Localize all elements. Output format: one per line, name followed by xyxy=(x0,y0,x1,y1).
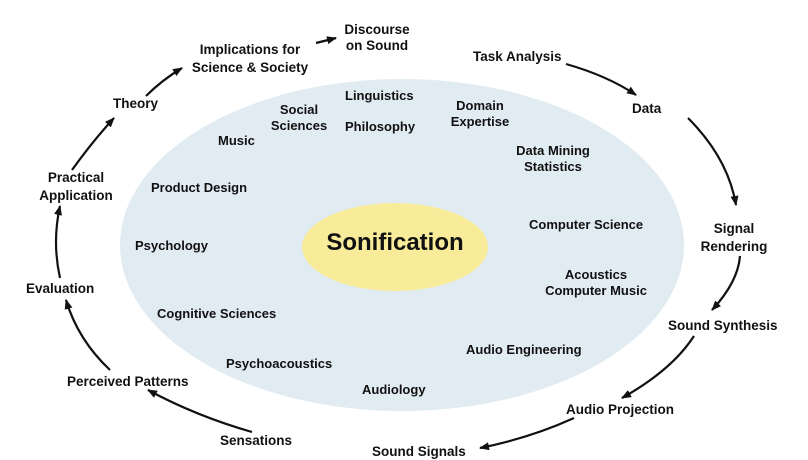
cycle-sensations: Sensations xyxy=(220,433,293,448)
cycle-practical-line1: Practical xyxy=(47,170,105,185)
field-acoustics-computer-music: Acoustics Computer Music xyxy=(538,267,654,299)
cycle-signal-line1: Signal xyxy=(713,221,755,236)
arrow-sensations-to-perceived xyxy=(147,389,253,434)
cycle-perceived-patterns: Perceived Patterns xyxy=(67,374,189,389)
arrow-data-to-signal xyxy=(687,117,739,206)
cycle-data: Data xyxy=(632,101,662,116)
field-music: Music xyxy=(218,133,255,148)
sonification-ellipse xyxy=(302,203,488,291)
field-social-sciences: Social Sciences xyxy=(262,102,336,134)
field-psychoacoustics: Psychoacoustics xyxy=(226,356,333,371)
arrow-practical-to-theory xyxy=(71,117,115,171)
field-data-mining-line: Data Mining xyxy=(516,143,590,158)
field-computer-music-line: Computer Music xyxy=(545,283,647,298)
cycle-audio-projection: Audio Projection xyxy=(566,402,674,417)
field-cognitive-sciences: Cognitive Sciences xyxy=(157,306,277,321)
cycle-implications-line1: Implications for xyxy=(199,42,301,57)
field-social-sciences-line1: Social xyxy=(279,102,319,117)
field-domain-expertise: Domain Expertise xyxy=(440,98,520,130)
field-domain-expertise-line2: Expertise xyxy=(450,114,510,129)
cycle-signal-rendering: Signal Rendering xyxy=(694,220,774,256)
field-domain-expertise-line1: Domain xyxy=(456,98,504,113)
arrow-signal-to-synthesis xyxy=(711,255,742,311)
field-social-sciences-line2: Sciences xyxy=(270,118,328,133)
cycle-discourse-on-sound: Discourse on Sound xyxy=(340,22,414,54)
arrow-projection-to-signals xyxy=(479,416,575,451)
center-title: Sonification xyxy=(326,229,464,256)
cycle-implications: Implications for Science & Society xyxy=(182,41,318,77)
cycle-implications-line2: Science & Society xyxy=(191,60,309,75)
arrow-evaluation-to-practical xyxy=(54,205,62,279)
arrow-synthesis-to-projection xyxy=(621,335,695,399)
arrow-perceived-to-evaluation xyxy=(64,299,111,371)
field-acoustics-line: Acoustics xyxy=(564,267,628,282)
cycle-theory: Theory xyxy=(113,96,159,111)
field-audio-engineering: Audio Engineering xyxy=(466,342,582,357)
field-psychology: Psychology xyxy=(135,238,208,253)
arrow-theory-to-implications xyxy=(145,67,183,97)
cycle-practical-application: Practical Application xyxy=(30,169,122,205)
arrow-implications-to-discourse xyxy=(315,36,337,45)
cycle-evaluation: Evaluation xyxy=(26,281,95,296)
arrow-task-to-data xyxy=(565,62,637,96)
cycle-signal-line2: Rendering xyxy=(700,239,768,254)
field-linguistics: Linguistics xyxy=(345,88,414,103)
field-statistics-line: Statistics xyxy=(524,159,582,174)
cycle-practical-line2: Application xyxy=(39,188,113,203)
field-data-mining-statistics: Data Mining Statistics xyxy=(505,143,601,175)
field-philosophy: Philosophy xyxy=(345,119,416,134)
cycle-discourse-line2: on Sound xyxy=(345,38,409,53)
field-product-design: Product Design xyxy=(151,180,248,195)
cycle-sound-synthesis: Sound Synthesis xyxy=(668,318,778,333)
cycle-discourse-line1: Discourse xyxy=(344,22,410,37)
cycle-task-analysis: Task Analysis xyxy=(473,49,562,64)
field-computer-science: Computer Science xyxy=(529,217,644,232)
field-audiology: Audiology xyxy=(362,382,426,397)
cycle-sound-signals: Sound Signals xyxy=(372,444,466,459)
